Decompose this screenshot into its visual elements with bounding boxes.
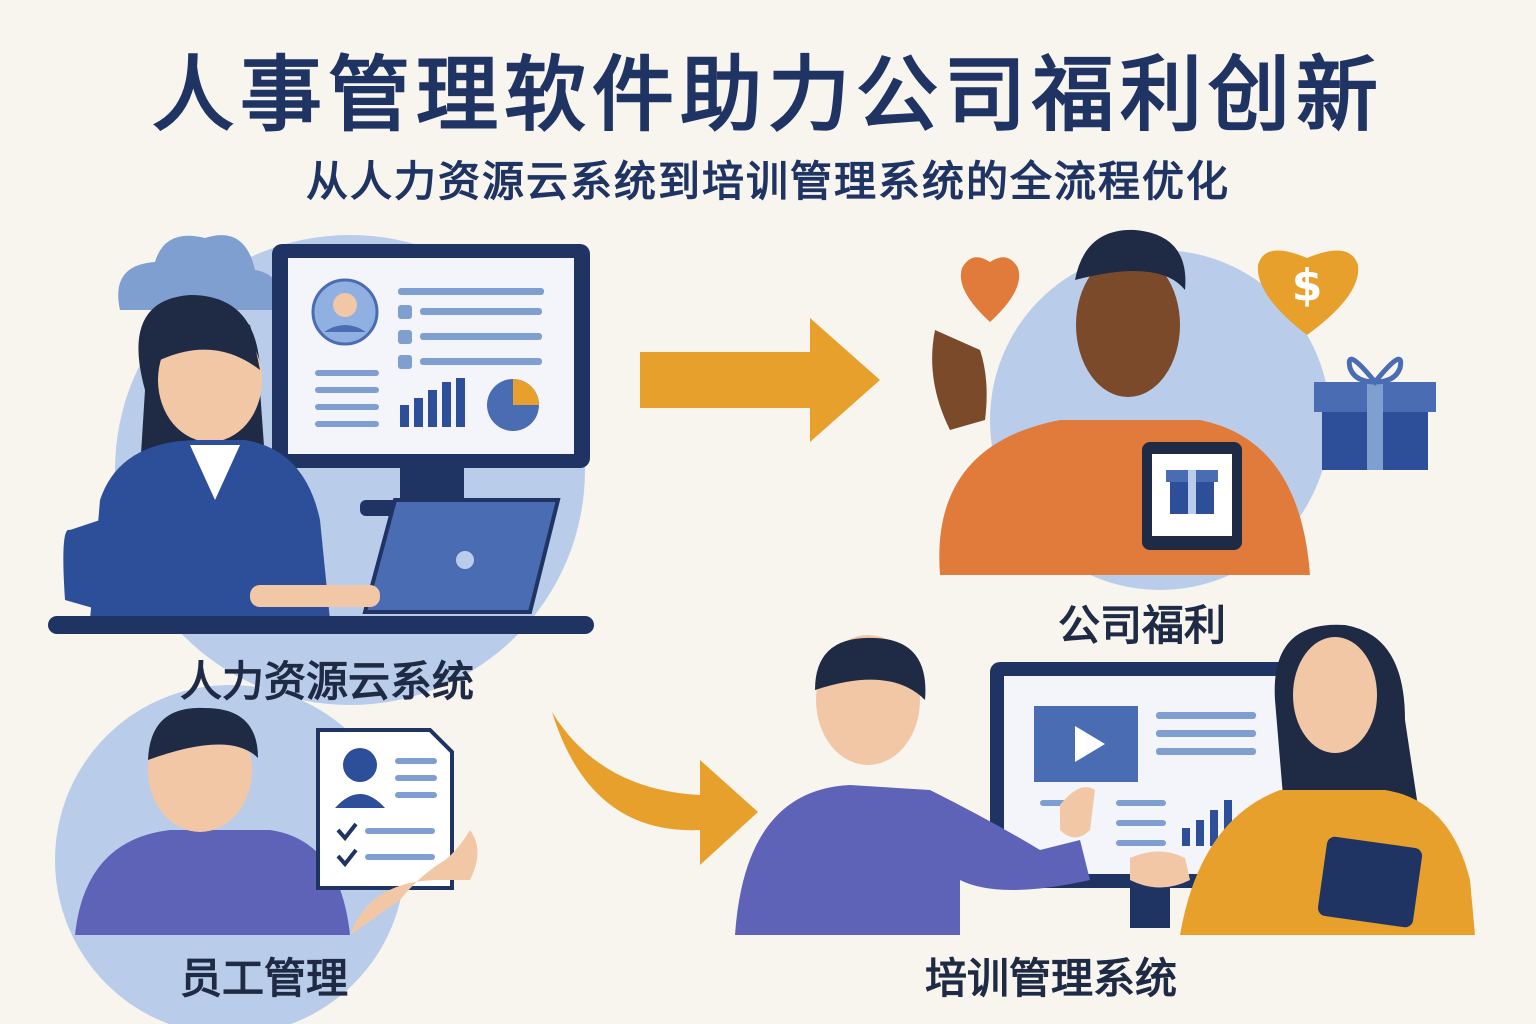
- svg-text:$: $: [1292, 260, 1323, 311]
- training-label: 培训管理系统: [925, 954, 1178, 1003]
- benefits-label: 公司福利: [1058, 601, 1227, 650]
- pie-chart-icon: [487, 379, 539, 431]
- checklist-icon: [316, 728, 454, 890]
- dollar-heart-icon: $: [1257, 250, 1359, 335]
- training-man-shirt: [735, 785, 1090, 935]
- training-illustration: [735, 624, 1475, 935]
- employee-illustration: [55, 685, 478, 1024]
- gift-icon: [1314, 356, 1436, 470]
- bar-chart-icon: [400, 378, 465, 427]
- tablet: [1317, 836, 1423, 928]
- laptop: [250, 498, 561, 614]
- bar-chart-icon: [1182, 800, 1232, 846]
- page-subtitle: 从人力资源云系统到培训管理系统的全流程优化: [305, 157, 1230, 206]
- hr-woman: [63, 295, 330, 620]
- benefits-illustration: $: [932, 229, 1436, 590]
- arrow-icon: [552, 712, 758, 865]
- desk: [48, 616, 594, 634]
- heart-icon: [960, 257, 1020, 322]
- hr-monitor: [272, 244, 590, 516]
- employee-mgmt-label: 员工管理: [180, 954, 349, 1003]
- cloud-icon: [118, 235, 281, 310]
- arrow-icon: [640, 318, 880, 442]
- hr-cloud-label: 人力资源云系统: [180, 657, 475, 706]
- page-title: 人事管理软件助力公司福利创新: [151, 48, 1384, 143]
- play-icon: [1075, 726, 1105, 762]
- hr-cloud-illustration: [48, 235, 594, 705]
- gift-icon: [1166, 470, 1218, 514]
